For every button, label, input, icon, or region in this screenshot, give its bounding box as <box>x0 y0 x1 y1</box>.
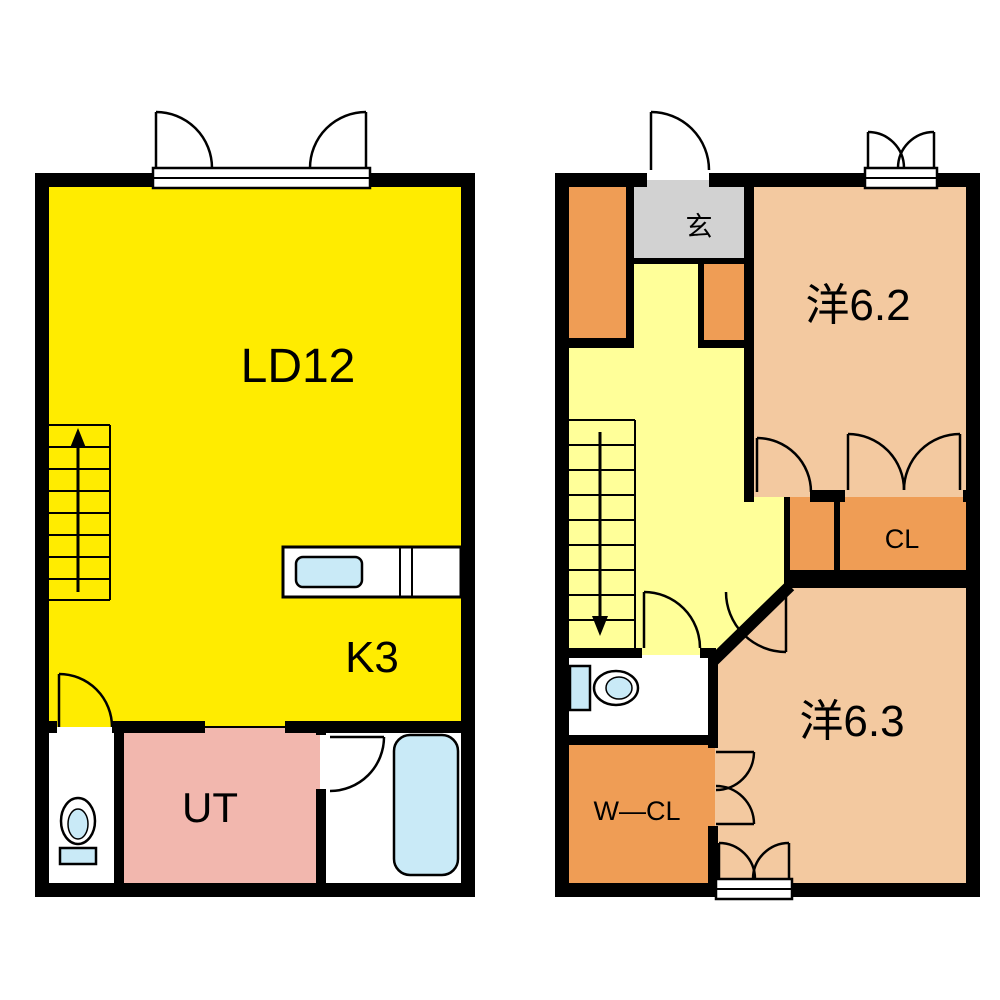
bedroom-top-room <box>750 180 970 497</box>
window-2f-bottom <box>714 841 794 901</box>
bedroom-top-label: 洋6.2 <box>805 281 910 330</box>
kitchen-counter <box>281 545 463 599</box>
bedroom-bottom-door <box>724 591 788 654</box>
walkin-closet-label: W—CL <box>594 796 681 826</box>
toilet-door-2f <box>642 590 702 649</box>
closet-double-doors <box>846 432 962 491</box>
diagonal-wall <box>707 581 795 667</box>
entrance-area <box>632 180 744 262</box>
entrance-label: 玄 <box>686 212 713 242</box>
bedroom-top-door <box>755 436 813 493</box>
upper-closet-area <box>560 180 628 342</box>
hallway <box>560 262 788 660</box>
stairs-2f <box>565 419 636 648</box>
toilet-door-1f <box>57 672 114 728</box>
floor1-walls <box>35 173 475 897</box>
stair-down-arrowhead-icon <box>592 616 608 636</box>
living-dining-room <box>40 180 470 727</box>
entry-door <box>649 110 711 171</box>
utility-room <box>120 727 320 890</box>
kitchen-sink <box>294 555 364 589</box>
bedroom-bottom-label: 洋6.3 <box>799 697 904 746</box>
walkin-closet-doors <box>715 750 756 826</box>
bathtub-icon <box>392 733 460 877</box>
floor1-plan: LD12 K3 UT <box>35 110 475 897</box>
living-dining-label: LD12 <box>241 340 356 393</box>
bathroom-door <box>329 735 386 793</box>
stairs-1f <box>47 424 111 601</box>
closet-room <box>788 497 968 570</box>
toilet-icon-1f <box>58 796 98 866</box>
kitchen-label: K3 <box>345 633 399 682</box>
bedroom-bottom-room <box>715 588 968 885</box>
window-2f-top <box>863 130 939 190</box>
window-1f-top <box>151 110 372 190</box>
walkin-closet-room <box>560 740 715 885</box>
floor2-walls <box>555 173 980 897</box>
utility-label: UT <box>182 784 238 831</box>
floor2-plan: 玄 洋6.2 CL 洋6.3 W—CL <box>555 110 980 901</box>
entry-side-closet <box>702 262 744 344</box>
toilet-icon-2f <box>568 664 640 712</box>
stair-up-arrowhead-icon <box>70 428 86 448</box>
closet-label: CL <box>885 524 920 554</box>
